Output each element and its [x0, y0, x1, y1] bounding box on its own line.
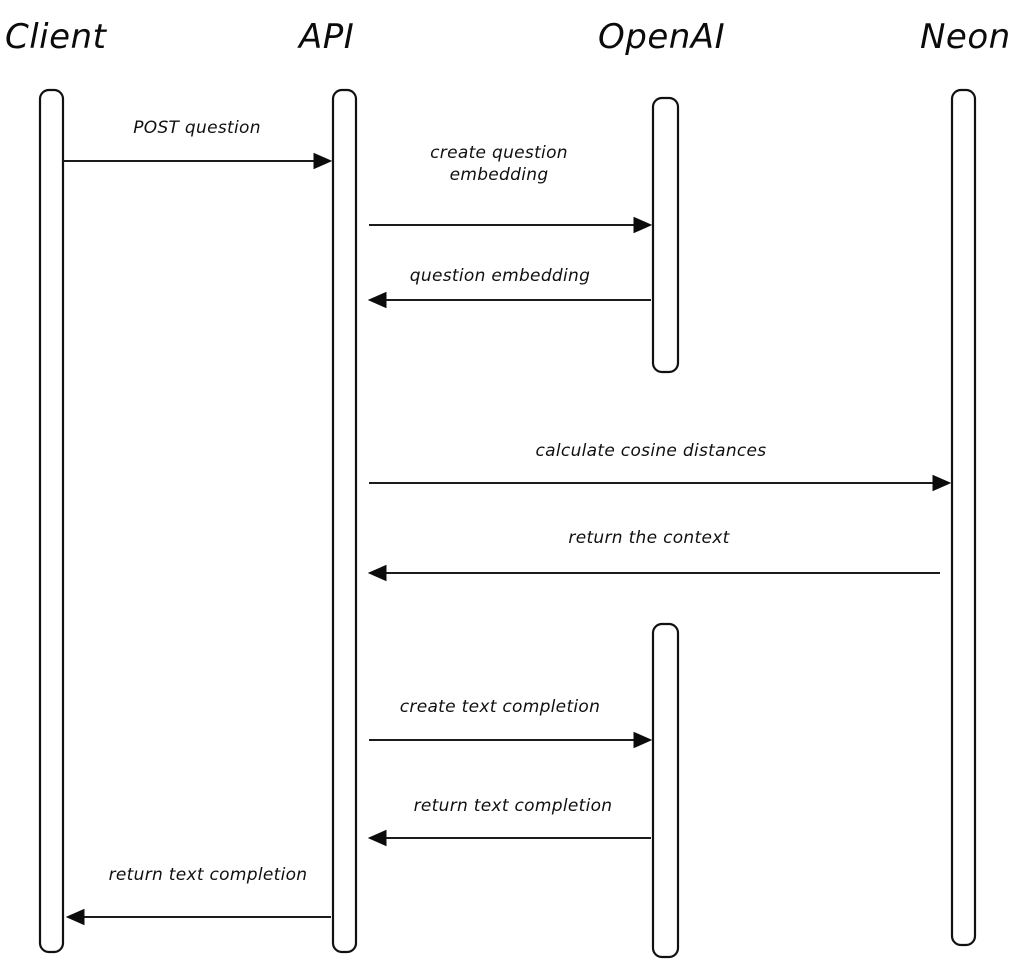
arrow-head [932, 474, 952, 492]
arrow-head [633, 216, 653, 234]
arrow-head [367, 829, 387, 847]
participant-label-neon: Neon [920, 17, 1011, 57]
message-arrow-msg-question-embedding [367, 291, 651, 309]
lifeline-openai-activation-1 [651, 96, 680, 374]
message-arrow-msg-create-question-embedding [369, 216, 653, 234]
participant-label-client: Client [5, 17, 108, 57]
arrow-head [367, 564, 387, 582]
message-label-msg-create-text-completion: create text completion [400, 697, 600, 717]
message-arrow-msg-calculate-cosine-distances [369, 474, 952, 492]
message-label-msg-post-question: POST question [133, 118, 261, 138]
lifeline-api-activation [331, 88, 358, 954]
message-arrow-msg-return-text-completion-openai [367, 829, 651, 847]
message-arrow-msg-create-text-completion [369, 731, 653, 749]
arrow-head [633, 731, 653, 749]
message-arrow-msg-return-text-completion-client [65, 908, 331, 926]
message-arrow-msg-post-question [63, 152, 333, 170]
arrow-head [65, 908, 85, 926]
arrow-head [367, 291, 387, 309]
lifeline-openai-activation-2 [651, 622, 680, 959]
message-label-msg-question-embedding: question embedding [410, 266, 590, 286]
message-label-msg-return-the-context: return the context [568, 528, 730, 548]
lifeline-client-activation [38, 88, 65, 954]
lifeline-neon-activation [950, 88, 977, 947]
participant-label-group: Client API OpenAI Neon [5, 17, 1011, 57]
activation-bar-group [38, 88, 977, 959]
message-label-msg-calculate-cosine-distances: calculate cosine distances [536, 441, 767, 461]
arrow-head [313, 152, 333, 170]
message-arrow-msg-return-the-context [367, 564, 940, 582]
message-label-msg-return-text-completion-openai: return text completion [414, 796, 613, 816]
message-label-msg-return-text-completion-client: return text completion [109, 865, 308, 885]
message-arrow-group [63, 152, 952, 926]
participant-label-openai: OpenAI [598, 17, 725, 57]
participant-label-api: API [297, 17, 354, 57]
